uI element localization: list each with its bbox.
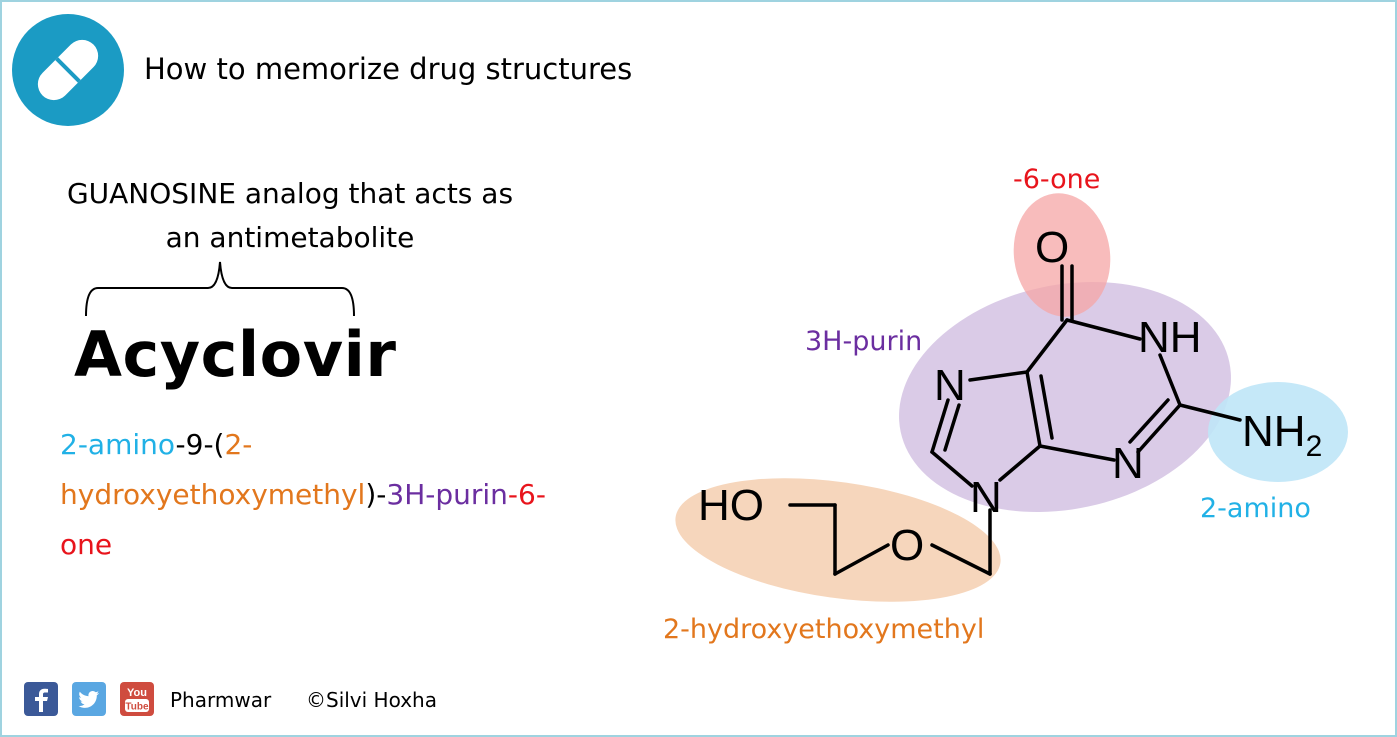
footer: You Tube Pharmwar ©Silvi Hoxha [24, 682, 484, 718]
iupac-one: one [60, 528, 113, 561]
atom-nh2-base: NH [1242, 407, 1306, 456]
atom-o-ether: O [890, 521, 924, 570]
label-purin: 3H-purin [805, 326, 922, 357]
youtube-text-top: You [127, 687, 147, 699]
page-title: How to memorize drug structures [144, 52, 633, 86]
iupac-line-2: hydroxyethoxymethyl)-3H-purin-6- [60, 470, 620, 520]
youtube-text-bottom: Tube [125, 702, 149, 713]
atom-n9: N [970, 473, 1002, 522]
iupac-hydroxyethoxymethyl: hydroxyethoxymethyl [60, 478, 366, 511]
label-six-one: -6-one [1013, 164, 1100, 195]
atom-ho: HO [698, 481, 764, 530]
facebook-icon[interactable] [24, 682, 58, 716]
iupac-close-paren: )- [365, 478, 387, 511]
highlight-hydroxyethoxymethyl [675, 478, 1001, 602]
highlight-amino [1208, 382, 1348, 482]
description-line-2: an antimetabolite [165, 221, 415, 254]
atom-nh2: NH2 [1242, 407, 1322, 463]
pill-icon [12, 14, 124, 126]
iupac-locant-6: -6- [507, 478, 546, 511]
label-amino: 2-amino [1200, 493, 1311, 524]
atom-n3: N [1112, 439, 1144, 488]
drug-name: Acyclovir [74, 318, 397, 391]
description-line-1: GUANOSINE analog that acts as [66, 177, 514, 210]
iupac-amino: 2-amino [60, 428, 176, 461]
iupac-locant-9: -9-( [175, 428, 225, 461]
atom-o-carbonyl: O [1035, 223, 1069, 272]
acyclovir-structure: O NH N NH2 N N HO O -6-one 3H-purin 2-am… [663, 164, 1348, 645]
drug-description: GUANOSINE analog that acts as an antimet… [40, 172, 540, 260]
youtube-icon[interactable]: You Tube [120, 682, 154, 716]
iupac-line-1: 2-amino-9-(2- [60, 420, 620, 470]
atom-nh2-subscript: 2 [1306, 430, 1323, 463]
highlight-purin [899, 282, 1231, 512]
iupac-line-3: one [60, 520, 620, 570]
curly-brace [85, 261, 355, 317]
highlight-six-one [1013, 193, 1111, 317]
twitter-icon[interactable] [72, 682, 106, 716]
atom-n7: N [934, 361, 966, 410]
atom-nh: NH [1138, 313, 1202, 362]
iupac-name: 2-amino-9-(2- hydroxyethoxymethyl)-3H-pu… [60, 420, 620, 570]
iupac-purin: 3H-purin [386, 478, 508, 511]
copyright: ©Silvi Hoxha [306, 688, 437, 712]
iupac-hydroxy-locant: 2- [224, 428, 253, 461]
label-hydroxyethoxymethyl: 2-hydroxyethoxymethyl [663, 614, 984, 645]
brand-name: Pharmwar [170, 688, 272, 712]
